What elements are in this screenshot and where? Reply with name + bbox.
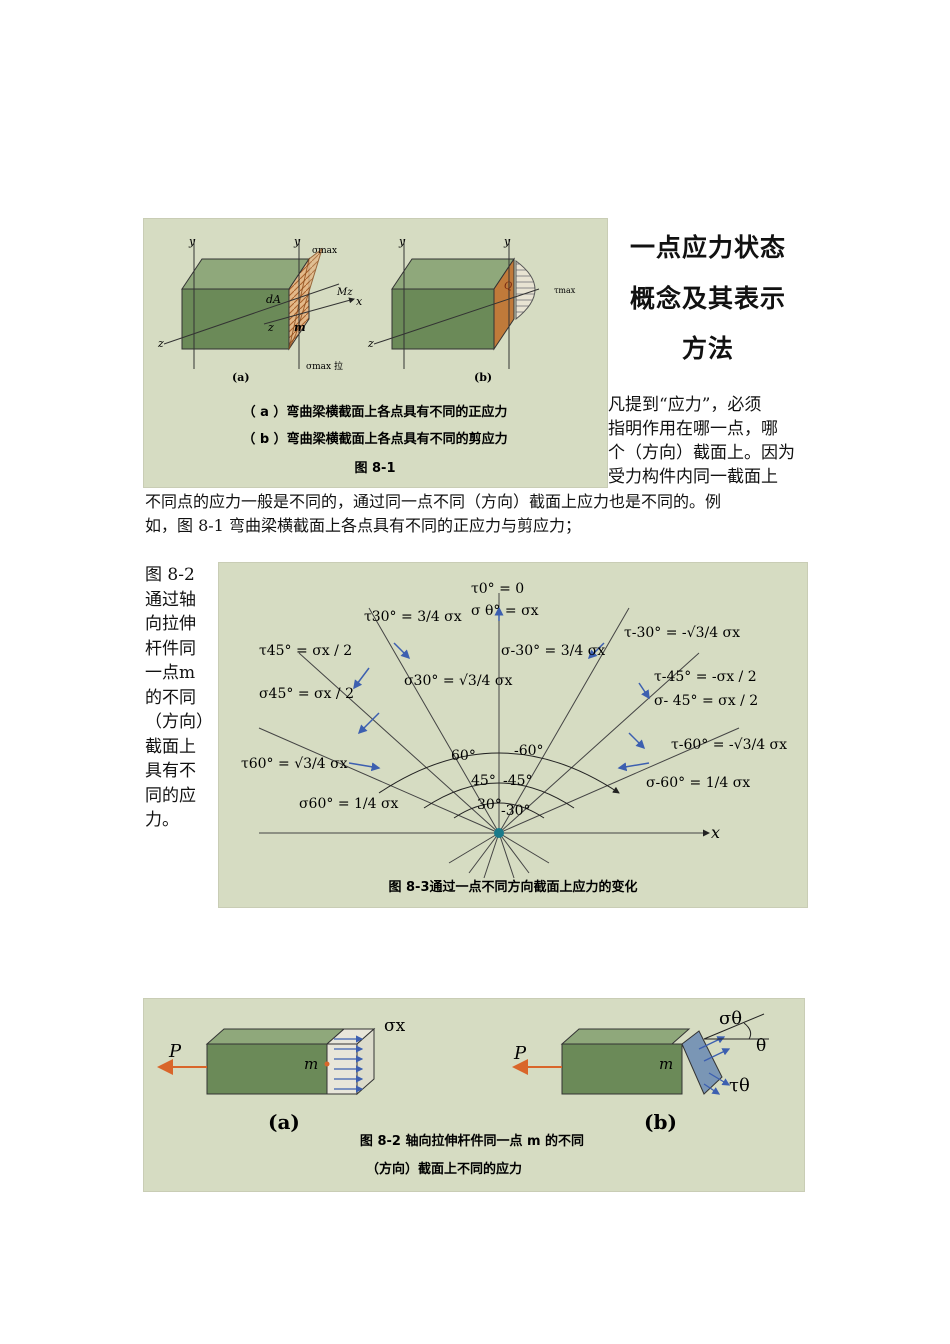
fig1-caption-a: （ a ）弯曲梁横截面上各点具有不同的正应力 [243,404,508,420]
fig1-m: m [294,321,306,334]
fig1-dA: dA [266,293,281,306]
fig1-label-a: (a) [232,371,250,384]
fig3-r30-sigma: σ-30° = 3/4 σx [501,643,605,659]
fig2-P-a: P [168,1041,182,1062]
fig1-axis-y-b2: y [503,235,511,248]
fig1-sigma-max-pull: σmax 拉 [306,360,343,372]
fig3-ang-30: 30° [477,797,502,813]
fig3-caption: 图 8-3通过一点不同方向截面上应力的变化 [388,879,637,895]
fig3-r60-tau: τ-60° = -√3/4 σx [671,737,787,753]
fig1-axis-y-a2: y [293,235,301,248]
fig3-ang-m60: -60° [514,743,544,759]
intro-full-line-1: 不同点的应力一般是不同的，通过同一点不同（方向）截面上应力也是不同的。例 [145,492,722,511]
fig3-l60-sigma: σ60° = 1/4 σx [299,796,399,812]
fig1-axis-x-a: x [356,295,363,308]
fig1-axis-y-a: y [188,235,196,248]
side-note: 图 8-2 通过轴向拉伸杆件同一点m的不同（方向）截面上具有不同的应力。 [145,565,205,830]
fig3-r30-tau: τ-30° = -√3/4 σx [624,625,740,641]
fig2-m-b: m [659,1055,673,1073]
fig1-label-b: (b) [474,371,492,384]
fig3-r45-sigma: σ- 45° = σx / 2 [654,693,758,709]
fig2-sigma-theta: σθ [719,1008,742,1029]
fig1-axis-z-a: z [157,337,164,350]
fig3-l45-tau: τ45° = σx / 2 [259,643,352,659]
fig2-m-a: m [304,1055,318,1073]
figure-8-2: P m σx (a) P m σθ θ τθ (b) 图 8-2 轴向拉伸杆件同… [143,998,805,1192]
fig3-r60-sigma: σ-60° = 1/4 σx [646,775,750,791]
fig3-ang-m30: -30° [501,803,531,819]
page-title-line-3: 方法 [681,334,734,363]
fig2-label-a: (a) [268,1110,300,1134]
figure-8-1: y y z z x dA Mz m σmax σmax 拉 (a) y y z … [143,218,608,488]
figure-8-1-drawing: y y z z x dA Mz m σmax σmax 拉 (a) y y z … [157,235,576,476]
figure-8-2-drawing: P m σx (a) P m σθ θ τθ (b) 图 8-2 轴向拉伸杆件同… [157,1008,769,1177]
fig2-P-b: P [513,1043,527,1064]
fig3-l60-tau: τ60° = √3/4 σx [241,756,348,772]
intro-wrap-line-3: 个（方向）截面上。因为 [608,443,795,463]
fig3-ang-45: 45° [471,773,496,789]
intro-full-line-2: 如，图 8-1 弯曲梁横截面上各点具有不同的正应力与剪应力； [145,516,581,535]
fig2-caption-1: 图 8-2 轴向拉伸杆件同一点 m 的不同 [360,1133,584,1149]
fig3-r45-tau: τ-45° = -σx / 2 [654,669,757,685]
fig1-Mz: Mz [336,287,353,298]
fig1-axis-z-b: z [367,337,374,350]
fig3-ang-m45: -45° [503,773,533,789]
fig2-theta: θ [756,1036,766,1056]
fig1-tau-max: τmax [554,286,576,295]
figure-8-3: τ0° = 0 σ θ° = σx τ30° = 3/4 σx σ30° = √… [218,562,808,908]
fig1-sigma-max: σmax [312,246,337,256]
fig3-top-tau: τ0° = 0 [471,581,524,597]
fig2-tau-theta: τθ [729,1075,750,1096]
fig1-caption-fig: 图 8-1 [354,461,395,476]
fig1-caption-b: （ b ）弯曲梁横截面上各点具有不同的剪应力 [242,431,507,447]
fig3-ang-60: 60° [451,748,476,764]
fig3-l30-tau: τ30° = 3/4 σx [364,609,462,625]
page-title-line-2: 概念及其表示 [629,284,786,313]
intro-wrap-line-4: 受力构件内同一截面上 [608,467,778,487]
fig3-l45-sigma: σ45° = σx / 2 [259,686,354,702]
fig3-top-sigma: σ θ° = σx [471,603,539,619]
fig1-Q: Q [504,281,512,292]
fig2-caption-2: （方向）截面上不同的应力 [366,1161,522,1177]
intro-wrap-line-1: 凡提到“应力”，必须 [608,395,762,415]
intro-wrap-line-2: 指明作用在哪一点，哪 [608,419,778,439]
fig3-l30-sigma: σ30° = √3/4 σx [404,673,512,689]
fig1-axis-z-a2: z [267,321,274,334]
fig1-axis-y-b: y [398,235,406,248]
page-title-line-1: 一点应力状态 [629,233,786,262]
fig2-label-b: (b) [644,1110,677,1134]
fig3-axis-x: x [711,823,720,842]
figure-8-3-drawing: τ0° = 0 σ θ° = σx τ30° = 3/4 σx σ30° = √… [241,581,787,895]
fig2-sigma-x: σx [384,1016,406,1036]
